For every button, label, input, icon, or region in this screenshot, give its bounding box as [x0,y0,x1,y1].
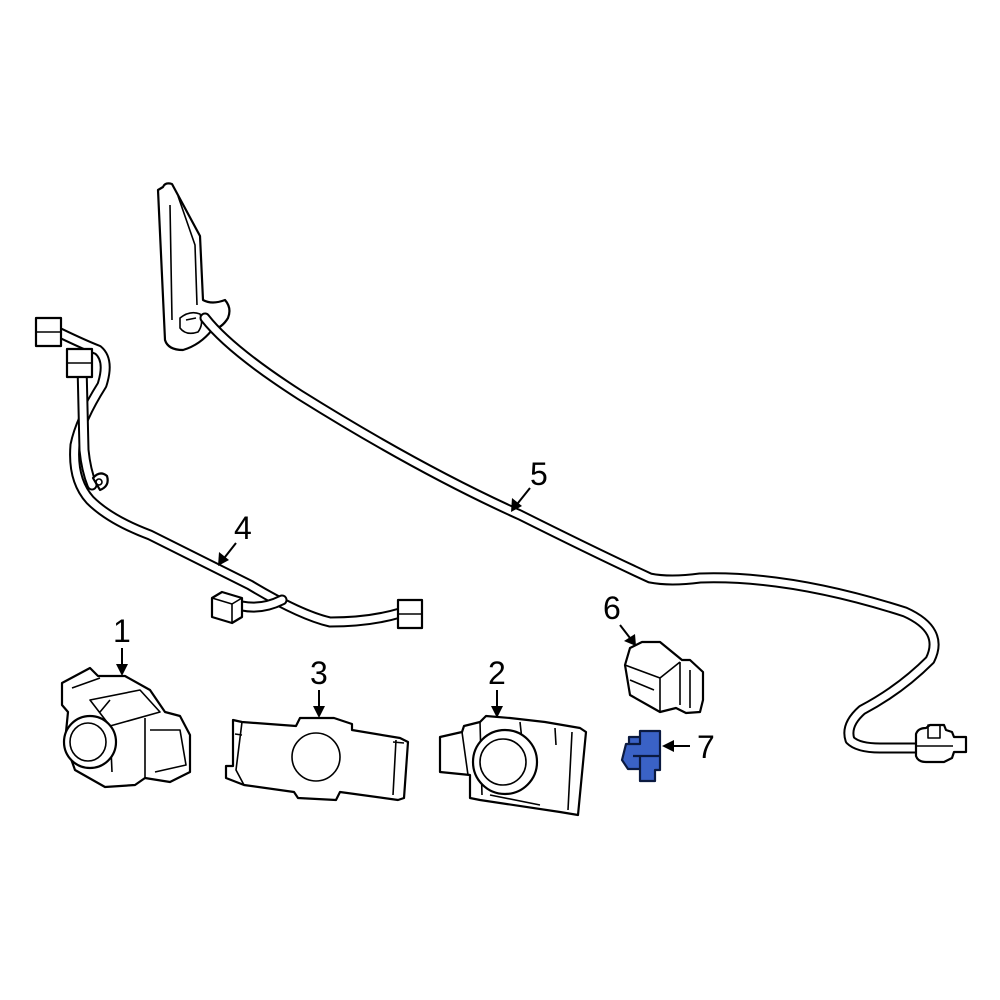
part-7-clip[interactable] [620,729,662,783]
harness-5-bracket-hole [179,311,203,335]
part-3-bracket[interactable] [224,716,410,802]
harness-4[interactable] [34,316,424,630]
callout-3: 3 [310,655,328,691]
part-3-sensor-hole [291,732,341,782]
harness-4-cable [56,329,404,626]
part-6-connector[interactable] [623,640,705,715]
leader-5 [511,487,531,512]
leader-6 [619,624,636,646]
callout-2: 2 [488,655,506,691]
harness-5-connector [914,723,968,764]
callout-7: 7 [697,729,715,765]
callout-5: 5 [530,456,548,492]
callout-4: 4 [234,510,252,546]
harness-5[interactable] [156,182,968,764]
harness-4-connector-d [396,598,424,630]
part-2-sensor[interactable] [438,714,588,817]
harness-5-connector-tab [917,724,953,747]
leader-2 [491,690,503,718]
harness-4-connector-c [210,590,244,625]
harness-4-connector-a [34,316,63,348]
callout-1: 1 [113,613,131,649]
harness-4-branch2 [238,596,286,611]
harness-5-bracket-rib [169,195,198,321]
callout-6: 6 [603,590,621,626]
leader-4 [218,542,237,566]
harness-5-cable [201,314,938,752]
leader-1 [116,648,128,676]
harness-4-eyelet-hole [95,478,103,486]
part-1-sensor[interactable] [60,666,192,789]
leader-7 [662,740,690,752]
harness-4-branch [78,361,96,489]
harness-5-bracket [156,182,231,352]
harness-4-eyelet [91,472,109,492]
harness-4-connector-b [65,347,94,379]
leader-3 [313,690,325,718]
